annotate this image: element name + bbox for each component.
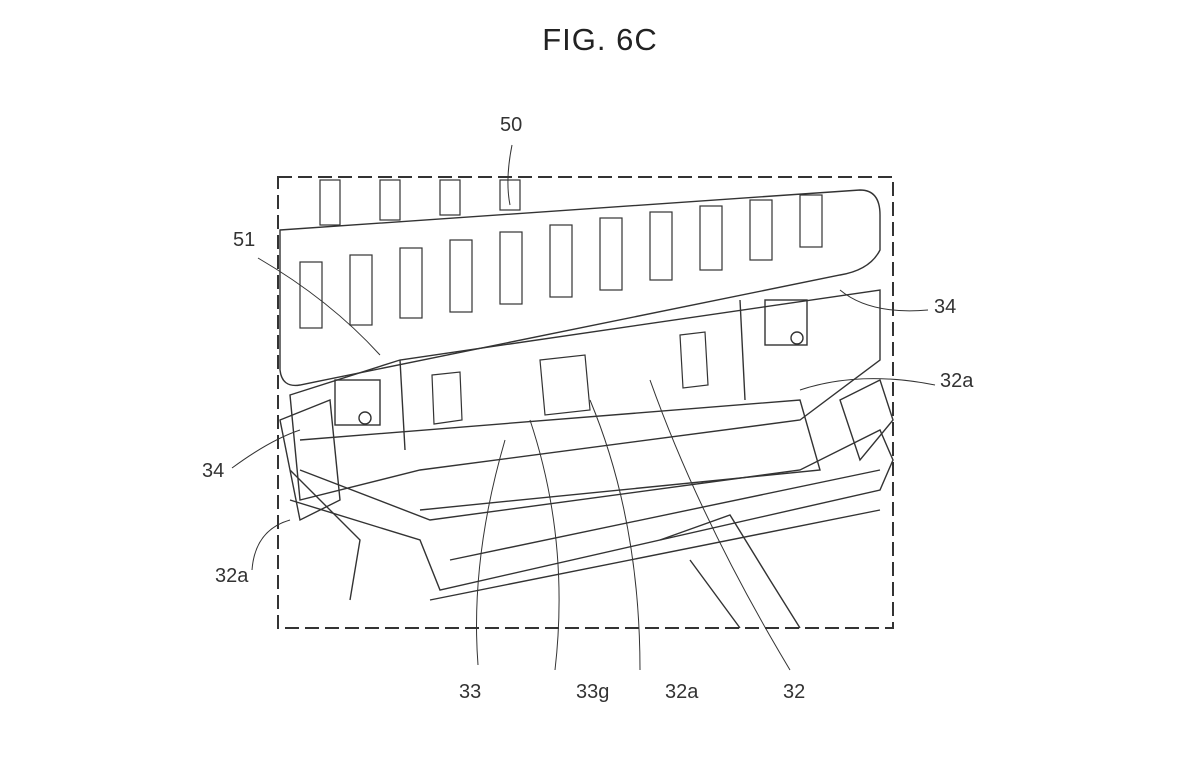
panel-slots xyxy=(299,179,823,329)
bracket xyxy=(659,514,801,629)
bracket-34-right xyxy=(764,299,808,346)
label-34-left: 34 xyxy=(202,460,225,482)
label-33g: 33g xyxy=(576,681,610,703)
rail-32 xyxy=(289,429,894,591)
label-32a-bottom: 32a xyxy=(665,681,699,703)
label-34-right: 34 xyxy=(934,296,957,318)
leader-lines xyxy=(231,144,936,671)
label-50: 50 xyxy=(500,114,523,136)
dashed-frame xyxy=(277,176,894,629)
bracket-34-left xyxy=(334,379,381,426)
label-32a-right: 32a xyxy=(940,370,974,392)
label-32: 32 xyxy=(783,681,806,703)
panel-50 xyxy=(279,189,881,387)
figure-title: FIG. 6C xyxy=(542,22,658,57)
cross-member-wall xyxy=(289,289,881,501)
label-51: 51 xyxy=(233,229,256,251)
label-32a-left: 32a xyxy=(215,565,249,587)
label-33: 33 xyxy=(459,681,482,703)
